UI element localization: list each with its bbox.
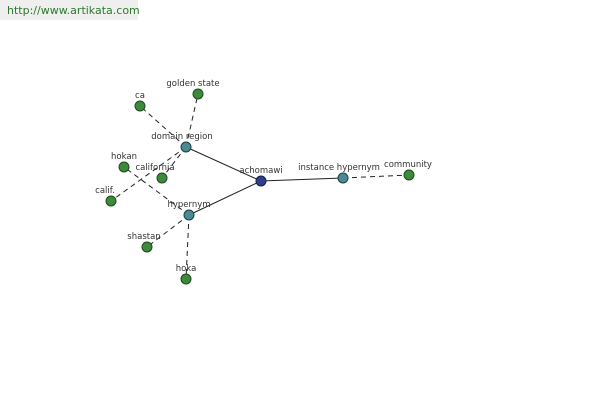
- node-golden-state[interactable]: [192, 88, 204, 100]
- node-instance-hypernym[interactable]: [337, 172, 349, 184]
- edge-achomawi-domain-region: [185, 146, 262, 182]
- label-hoka[interactable]: hoka: [176, 264, 197, 274]
- node-ca[interactable]: [134, 100, 146, 112]
- label-community[interactable]: community: [384, 160, 432, 170]
- label-california[interactable]: california: [135, 163, 174, 173]
- edge-hypernym-shastan: [146, 214, 190, 248]
- label-hokan[interactable]: hokan: [111, 152, 137, 162]
- node-calif[interactable]: [105, 195, 117, 207]
- label-golden-state[interactable]: golden state: [166, 79, 219, 89]
- label-instance-hypernym[interactable]: instance hypernym: [298, 163, 380, 173]
- label-hypernym[interactable]: hypernym: [167, 200, 210, 210]
- edge-achomawi-hypernym: [188, 180, 262, 216]
- node-hypernym[interactable]: [183, 209, 195, 221]
- edge-instance-hypernym-community: [342, 174, 410, 179]
- edge-domain-region-ca: [139, 105, 187, 148]
- node-community[interactable]: [403, 169, 415, 181]
- label-shastan[interactable]: shastan: [127, 232, 160, 242]
- node-achomawi[interactable]: [255, 175, 267, 187]
- edge-domain-region-california: [161, 146, 187, 179]
- node-domain-region[interactable]: [180, 141, 192, 153]
- node-hokan[interactable]: [118, 161, 130, 173]
- edge-domain-region-golden-state: [185, 93, 199, 148]
- node-california[interactable]: [156, 172, 168, 184]
- label-calif[interactable]: calif.: [95, 186, 115, 196]
- edge-hypernym-hokan: [123, 166, 190, 216]
- edge-achomawi-instance-hypernym: [260, 177, 344, 182]
- node-shastan[interactable]: [141, 241, 153, 253]
- edge-hypernym-hoka: [185, 214, 190, 280]
- node-hoka[interactable]: [180, 273, 192, 285]
- site-url-link[interactable]: http://www.artikata.com: [7, 4, 140, 17]
- label-achomawi[interactable]: achomawi: [239, 166, 282, 176]
- url-banner: http://www.artikata.com: [0, 0, 140, 20]
- label-ca[interactable]: ca: [135, 91, 145, 101]
- label-domain-region[interactable]: domain region: [151, 132, 212, 142]
- edge-domain-region-calif: [110, 146, 187, 202]
